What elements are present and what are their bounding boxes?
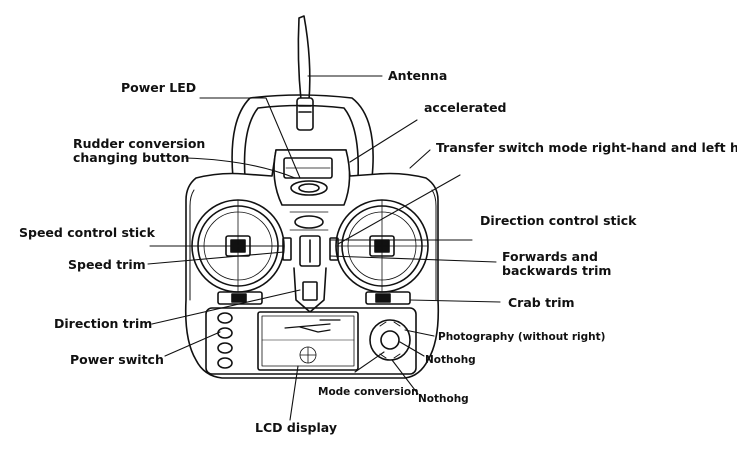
lcd-screen <box>257 311 359 371</box>
label-transfer-switch: Transfer switch mode right-hand and left… <box>436 140 737 155</box>
forwards-backwards-trim-switch <box>329 237 339 261</box>
label-power-switch: Power switch <box>70 352 164 367</box>
label-rudder-conversion: Rudder conversion changing button <box>73 136 206 165</box>
label-direction-trim: Direction trim <box>54 316 153 331</box>
crab-trim-switch <box>365 291 411 305</box>
handle-drawing <box>231 94 374 179</box>
label-power-led: Power LED <box>121 80 197 95</box>
label-nothohg-2: Nothohg <box>418 393 469 405</box>
label-speed-control-stick: Speed control stick <box>19 225 155 240</box>
label-mode-conversion: Mode conversion <box>318 386 419 398</box>
label-nothohg-1: Nothohg <box>425 354 476 366</box>
label-lcd-display: LCD display <box>255 420 337 435</box>
label-speed-trim: Speed trim <box>68 257 146 272</box>
antenna-drawing <box>296 15 314 131</box>
top-console <box>273 149 351 231</box>
label-accelerated: accelerated <box>424 100 507 115</box>
label-antenna: Antenna <box>388 68 448 83</box>
photography-mode-dial <box>369 319 411 361</box>
speed-trim-switch <box>282 237 292 261</box>
center-switch <box>299 235 321 267</box>
power-switch-buttons <box>217 312 233 369</box>
label-forwards-backwards-trim: Forwards and backwards trim <box>502 249 612 278</box>
label-direction-control-stick: Direction control stick <box>480 213 637 228</box>
lower-panel <box>205 307 417 375</box>
label-crab-trim: Crab trim <box>508 295 575 310</box>
right-stick <box>335 199 429 293</box>
leader-lines <box>147 75 501 421</box>
label-photography: Photography (without right) <box>438 331 606 343</box>
